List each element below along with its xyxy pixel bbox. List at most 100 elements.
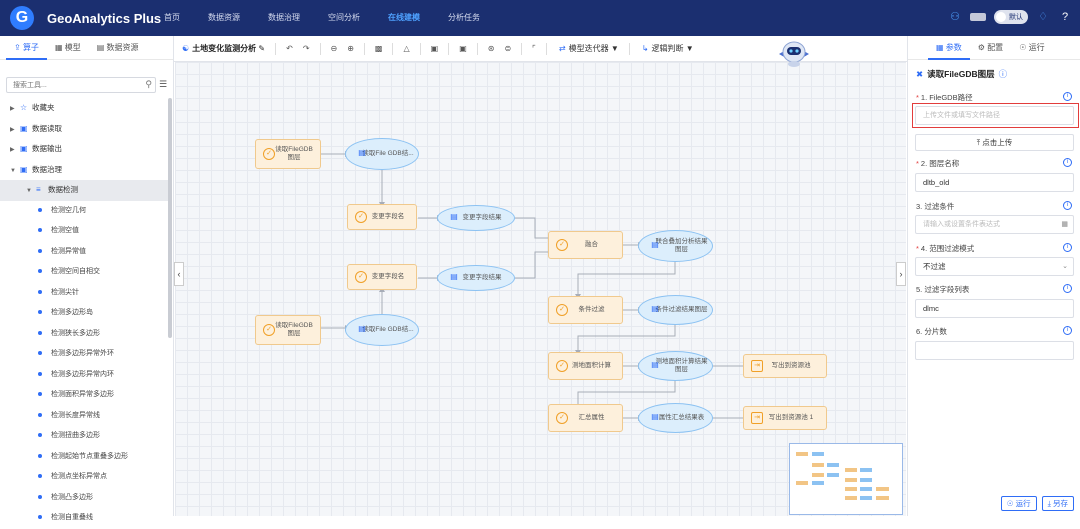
info-icon[interactable]: i <box>1063 243 1072 252</box>
info-icon[interactable]: i <box>1063 158 1072 167</box>
bell-icon[interactable]: ♢ <box>1038 11 1048 23</box>
model-canvas[interactable]: ✓读取FileGDB图层 ▤读取File GDB结... ✓变更字段名 ▤变更字… <box>175 62 906 516</box>
collapse-right-panel-button[interactable]: › <box>896 262 906 286</box>
tree-item[interactable]: ▶☆收藏夹 <box>0 98 168 119</box>
tree-item[interactable]: 检测多边形异常内环 <box>0 365 168 386</box>
filter-condition-input[interactable]: 请输入或设置条件表达式▦ <box>915 215 1074 234</box>
node-write-resource-2[interactable]: ⇥写出到资源池 1 <box>743 406 827 430</box>
edit-icon[interactable]: ✎ <box>258 44 266 53</box>
run-button[interactable]: ☉ 运行 <box>1000 496 1037 511</box>
tree-item[interactable]: 检测空间自相交 <box>0 262 168 283</box>
info-icon[interactable]: i <box>1063 92 1072 101</box>
tree-item[interactable]: 检测狭长多边形 <box>0 324 168 345</box>
filegdb-path-input[interactable]: 上传文件或填写文件路径 <box>915 106 1074 125</box>
tree-item[interactable]: 检测长度异常线 <box>0 406 168 427</box>
nav-home[interactable]: 首页 <box>164 13 180 22</box>
partition-count-input[interactable] <box>915 341 1074 360</box>
node-rename-result-2[interactable]: ▤变更字段结果 <box>437 265 515 291</box>
tree-item[interactable]: ▶▣数据读取 <box>0 119 168 140</box>
node-read-filegdb-1[interactable]: ✓读取FileGDB图层 <box>255 139 321 169</box>
info-icon[interactable]: i <box>1063 326 1072 335</box>
logic-branch-dropdown[interactable]: ↳逻辑判断 ▼ <box>641 44 694 53</box>
node-summary-result[interactable]: ▤属性汇总结果表 <box>638 403 713 433</box>
node-summarize[interactable]: ✓汇总属性 <box>548 404 623 432</box>
upload-button[interactable]: ⤒ 点击上传 <box>915 134 1074 151</box>
tree-item[interactable]: 检测起始节点重叠多边形 <box>0 447 168 468</box>
node-write-resource-1[interactable]: ⇥写出到资源池 <box>743 354 827 378</box>
delete-icon[interactable]: ▩ <box>374 44 383 53</box>
info-icon[interactable]: i <box>1063 284 1072 293</box>
fit-view-icon[interactable]: ▣ <box>430 44 439 53</box>
info-icon[interactable]: i <box>1063 201 1072 210</box>
node-read-filegdb-2[interactable]: ✓读取FileGDB图层 <box>255 315 321 345</box>
tab-config[interactable]: ⚙ 配置 <box>977 43 1004 52</box>
tree-item[interactable]: 检测多边形岛 <box>0 303 168 324</box>
tab-run[interactable]: ☉ 运行 <box>1019 43 1045 52</box>
node-rename-result-1[interactable]: ▤变更字段结果 <box>437 205 515 231</box>
node-union[interactable]: ✓融合 <box>548 231 623 259</box>
tree-item[interactable]: 检测点坐标异常点 <box>0 467 168 488</box>
nav-online-modeling[interactable]: 在线建模 <box>388 13 420 22</box>
search-icon[interactable]: ⚲ <box>145 79 152 89</box>
node-condition-filter[interactable]: ✓条件过滤 <box>548 296 623 324</box>
tree-item[interactable]: 检测自重叠线 <box>0 508 168 529</box>
layer-name-input[interactable]: dltb_old <box>915 173 1074 192</box>
node-rename-field-2[interactable]: ✓变更字段名 <box>347 264 417 290</box>
caret-right-icon[interactable]: ▶ <box>10 106 15 112</box>
image-export-icon[interactable]: ▣ <box>459 44 467 53</box>
tree-item[interactable]: 检测凸多边形 <box>0 488 168 509</box>
tree-item[interactable]: 检测异常值 <box>0 242 168 263</box>
caret-down-icon[interactable]: ▼ <box>10 167 16 174</box>
user-icon[interactable]: ⚇ <box>950 11 960 23</box>
layout-icon[interactable]: ⊛ <box>487 44 495 53</box>
tab-models[interactable]: ▦ 模型 <box>54 43 81 52</box>
extent-filter-mode-select[interactable]: 不过滤⌄ <box>915 257 1074 276</box>
undo-icon[interactable]: ↶ <box>286 44 293 53</box>
zoom-in-icon[interactable]: ⊕ <box>347 44 354 53</box>
tree-item[interactable]: 检测空几何 <box>0 201 168 222</box>
tree-item[interactable]: 检测多边形异常外环 <box>0 344 168 365</box>
info-icon[interactable]: ⓘ <box>998 69 1008 79</box>
mode-toggle[interactable]: 默认 <box>994 10 1028 24</box>
tree-item[interactable]: 检测面积异常多边形 <box>0 385 168 406</box>
node-union-result[interactable]: ▤联合叠加分析结果图层 <box>638 230 713 262</box>
node-filter-result[interactable]: ▤条件过滤结果图层 <box>638 295 713 325</box>
tree-item[interactable]: ▶▣数据输出 <box>0 139 168 160</box>
canvas-minimap[interactable] <box>789 443 903 515</box>
zoom-out-icon[interactable]: ⊖ <box>330 44 338 53</box>
help-icon[interactable]: ? <box>1061 11 1069 23</box>
tree-item[interactable]: 检测尖针 <box>0 283 168 304</box>
collapse-left-panel-button[interactable]: ‹ <box>174 262 184 286</box>
expression-editor-icon[interactable]: ▦ <box>1061 221 1068 228</box>
assistant-robot-icon[interactable] <box>776 38 812 68</box>
save-as-button[interactable]: ⤓ 另存 <box>1041 496 1074 511</box>
clear-icon[interactable]: △ <box>403 44 410 53</box>
node-read-result-2[interactable]: ▤读取File GDB结... <box>345 314 419 346</box>
tree-item[interactable]: 检测空值 <box>0 221 168 242</box>
redo-icon[interactable]: ↷ <box>302 44 310 53</box>
list-view-icon[interactable]: ☰ <box>159 79 168 89</box>
tree-item[interactable]: ▼▣数据治理 <box>0 160 168 181</box>
search-input[interactable] <box>7 78 137 92</box>
tree-item[interactable]: 检测扭曲多边形 <box>0 426 168 447</box>
tab-data-resources[interactable]: ▤ 数据资源 <box>96 43 139 52</box>
caret-down-icon[interactable]: ▼ <box>26 188 32 194</box>
model-iterator-dropdown[interactable]: ⇄模型迭代器 ▼ <box>558 44 619 53</box>
tree-scrollbar[interactable] <box>168 98 172 338</box>
tab-operators[interactable]: ⇪ 算子 <box>6 36 47 60</box>
caret-right-icon[interactable]: ▶ <box>10 147 15 153</box>
nav-analysis-tasks[interactable]: 分析任务 <box>448 13 480 22</box>
node-geodesic-area[interactable]: ✓测地面积计算 <box>548 352 623 380</box>
nav-spatial-analysis[interactable]: 空间分析 <box>328 13 360 22</box>
caret-right-icon[interactable]: ▶ <box>10 126 15 133</box>
arrange-icon[interactable]: ⊜ <box>504 44 512 53</box>
node-read-result-1[interactable]: ▤读取File GDB结... <box>345 138 419 170</box>
node-area-result[interactable]: ▤测地面积计算结果图层 <box>638 351 713 381</box>
node-rename-field-1[interactable]: ✓变更字段名 <box>347 204 417 230</box>
tree-item[interactable]: ▼≡数据检测 <box>0 180 168 201</box>
filter-field-list-input[interactable]: dlmc <box>915 299 1074 318</box>
username-block[interactable] <box>970 13 986 21</box>
nav-data-resources[interactable]: 数据资源 <box>208 13 240 22</box>
tab-parameters[interactable]: ▦ 参数 <box>928 36 970 60</box>
connector-icon[interactable]: ⌜ <box>532 44 536 53</box>
